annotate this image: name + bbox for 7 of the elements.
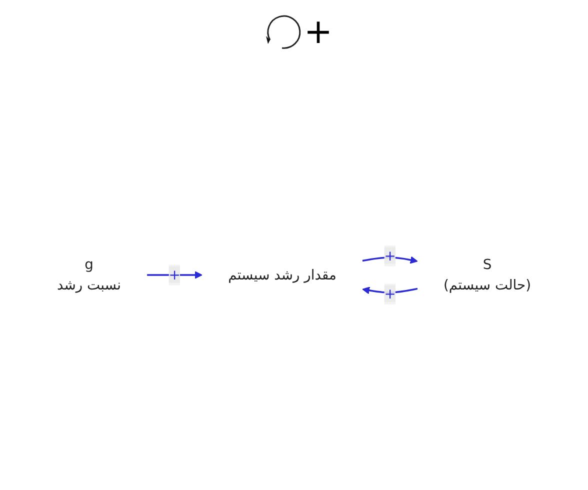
edge-label: + bbox=[384, 247, 396, 264]
arrow bbox=[362, 256, 418, 264]
arrow bbox=[362, 286, 418, 294]
loop-polarity-sign: + bbox=[304, 15, 332, 49]
edge-label: + bbox=[384, 285, 396, 302]
node-text: مقدار رشد سیستم bbox=[228, 266, 336, 283]
edge-label: + bbox=[168, 266, 180, 283]
